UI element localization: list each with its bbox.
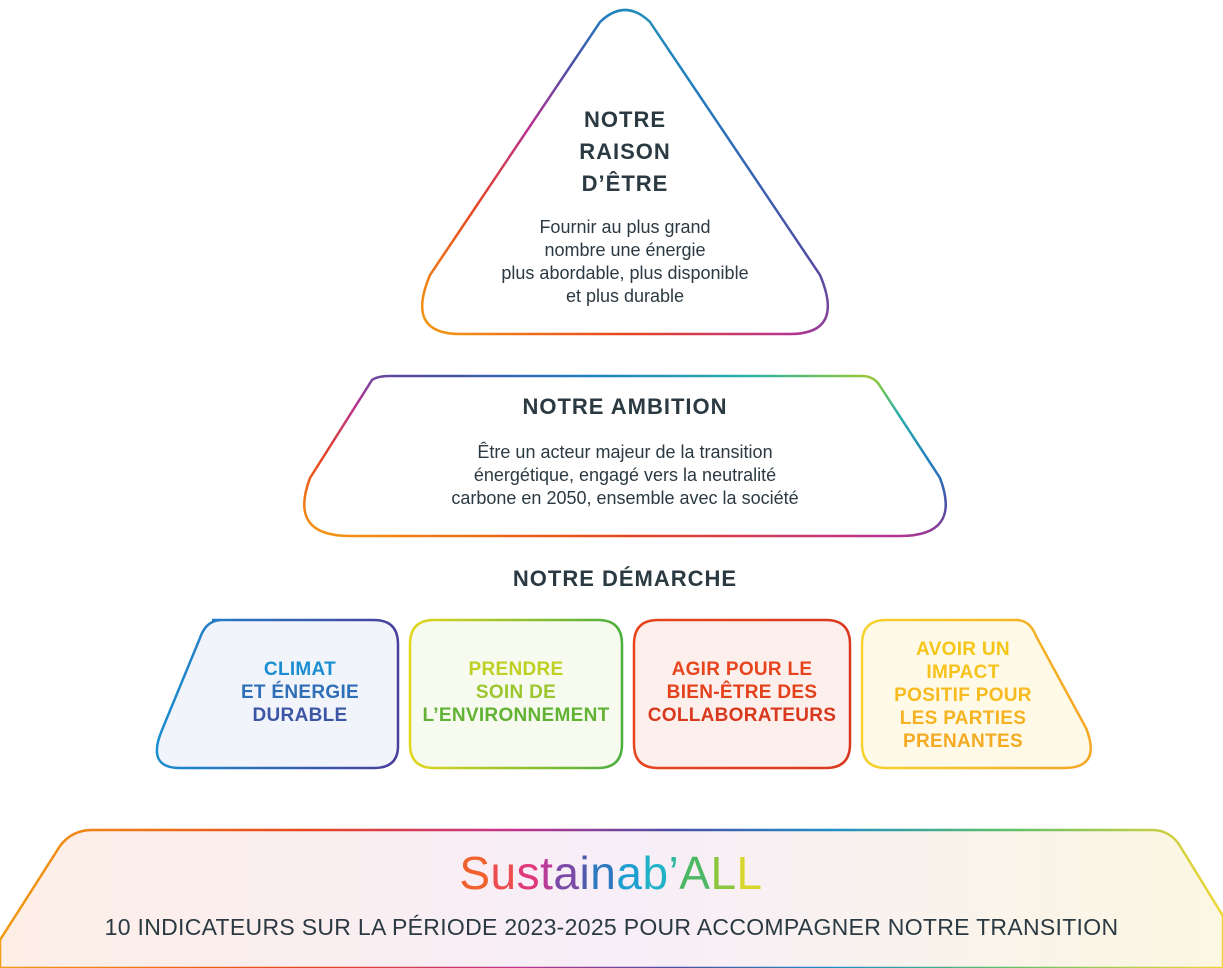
brand-letter: A [679, 847, 711, 899]
ambition-title: NOTRE AMBITION [522, 394, 728, 419]
pillar-environnement-shape [408, 618, 624, 770]
brand-letter: b [642, 847, 669, 899]
pillar-parties-line-1: AVOIR UN [916, 639, 1010, 660]
brand-letter: i [579, 847, 591, 899]
pillar-collaborateurs: AGIR POUR LE BIEN-ÊTRE DES COLLABORATEUR… [630, 658, 854, 727]
program-tagline: 10 INDICATEURS SUR LA PÉRIODE 2023-2025 … [104, 914, 1119, 940]
brand-letter: a [553, 847, 580, 899]
raison-title-line-1: NOTRE [584, 107, 666, 132]
brand-letter: S [459, 847, 491, 899]
raison-text-line-4: et plus durable [565, 286, 685, 306]
brand-letter: L [710, 847, 737, 899]
pillar-parties-line-2: IMPACT [926, 662, 1000, 683]
brand-letter: t [540, 847, 554, 899]
pillar-climat-shape [155, 618, 400, 770]
brand-letter: n [590, 847, 617, 899]
pillar-environnement: PRENDRE SOIN DE L’ENVIRONNEMENT [406, 658, 626, 727]
ambition-trapezoid [303, 374, 947, 538]
pillar-collaborateurs-line-2: BIEN-ÊTRE DES [666, 682, 818, 703]
raison-text-line-2: nombre une énergie [544, 240, 706, 260]
demarche-title: NOTRE DÉMARCHE [512, 566, 738, 591]
pillar-parties-line-5: PRENANTES [903, 731, 1023, 752]
program-band [0, 828, 1223, 968]
raison-text-line-1: Fournir au plus grand [539, 217, 711, 237]
pillar-climat-line-1: CLIMAT [263, 659, 337, 680]
raison-text-line-3: plus abordable, plus disponible [501, 263, 749, 283]
brand-letter: a [616, 847, 643, 899]
pillar-parties: AVOIR UN IMPACT POSITIF POUR LES PARTIES… [858, 638, 1068, 753]
ambition-text-line-3: carbone en 2050, ensemble avec la sociét… [451, 488, 799, 508]
ambition-text-line-2: énergétique, engagé vers la neutralité [473, 465, 777, 485]
ambition-text-line-1: Être un acteur majeur de la transition [477, 442, 773, 462]
brand-letter: s [516, 847, 541, 899]
raison-triangle [421, 8, 829, 336]
pillar-climat-line-3: DURABLE [252, 705, 348, 726]
pillar-parties-shape [860, 618, 1092, 770]
pillar-environnement-line-2: SOIN DE [475, 682, 557, 703]
raison-title-line-2: RAISON [579, 139, 671, 164]
brand-letter: u [490, 847, 517, 899]
brand-logo: Sustainab’ALL [411, 848, 811, 898]
brand-letter: ’ [668, 847, 680, 899]
pillar-environnement-line-1: PRENDRE [468, 659, 564, 680]
pillar-parties-line-3: POSITIF POUR [894, 685, 1032, 706]
pillar-collaborateurs-shape [632, 618, 852, 770]
pillar-parties-line-4: LES PARTIES [899, 708, 1027, 729]
raison-text: Fournir au plus grand nombre une énergie… [455, 216, 795, 308]
pillar-climat-line-2: ET ÉNERGIE [240, 682, 360, 703]
pillar-climat: CLIMAT ET ÉNERGIE DURABLE [200, 658, 400, 727]
pillar-environnement-line-3: L’ENVIRONNEMENT [422, 705, 610, 726]
brand-letter: L [736, 847, 763, 899]
ambition-text: Être un acteur majeur de la transition é… [375, 441, 875, 510]
raison-title: NOTRE RAISON D’ÊTRE [525, 104, 725, 200]
pillar-collaborateurs-line-3: COLLABORATEURS [647, 705, 837, 726]
pillar-collaborateurs-line-1: AGIR POUR LE [671, 659, 813, 680]
raison-title-line-3: D’ÊTRE [581, 171, 669, 196]
